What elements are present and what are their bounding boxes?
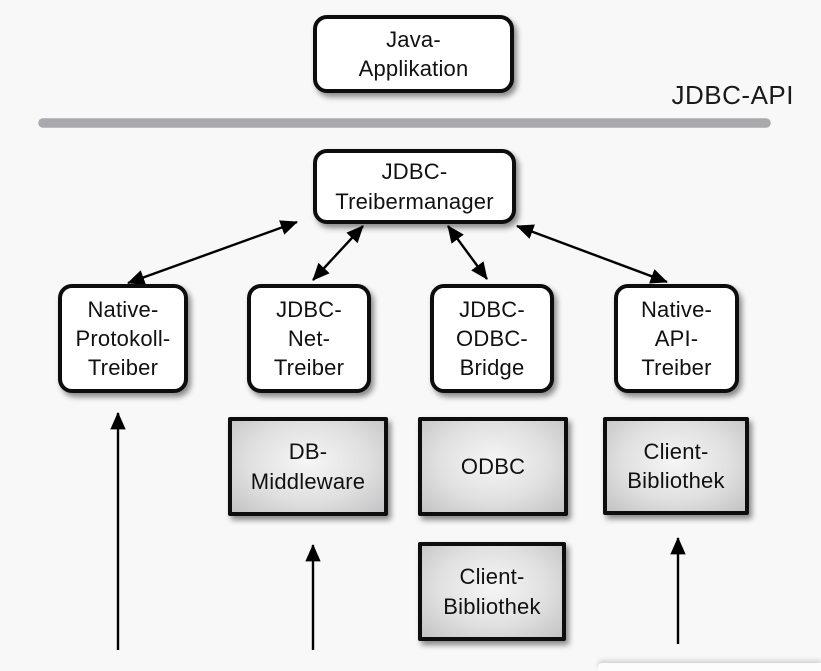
node-label: Native- Protokoll- Treiber (75, 296, 171, 381)
arrow-manager-native-api (516, 224, 668, 284)
node-jdbc-odbc-bridge: JDBC- ODBC- Bridge (430, 284, 554, 393)
node-jdbc-treibermanager: JDBC- Treibermanager (313, 149, 516, 224)
node-label: ODBC (460, 453, 526, 479)
node-label: JDBC- ODBC- Bridge (456, 296, 528, 381)
node-label: JDBC- Treibermanager (335, 159, 494, 214)
node-label: Client- Bibliothek (443, 564, 541, 619)
node-client-bibliothek-native: Client- Bibliothek (603, 417, 749, 515)
node-db-middleware: DB- Middleware (228, 417, 388, 516)
arrow-manager-native-protokoll (127, 220, 298, 285)
bottom-right-cutoff-box (598, 663, 821, 671)
arrow-manager-jdbc-net (312, 225, 364, 281)
node-label: Java- Applikation (358, 26, 469, 81)
jdbc-api-label: JDBC-API (671, 80, 794, 110)
node-odbc: ODBC (418, 417, 568, 516)
node-java-application: Java- Applikation (313, 15, 514, 93)
node-jdbc-net-treiber: JDBC- Net- Treiber (247, 284, 371, 393)
node-native-api-treiber: Native- API- Treiber (614, 284, 739, 393)
node-label: Client- Bibliothek (627, 438, 725, 493)
node-label: Native- API- Treiber (640, 296, 713, 381)
arrow-manager-jdbc-odbc (447, 225, 488, 280)
node-native-protokoll-treiber: Native- Protokoll- Treiber (58, 284, 188, 393)
node-label: JDBC- Net- Treiber (273, 296, 345, 381)
node-client-bibliothek-odbc: Client- Bibliothek (418, 542, 566, 641)
node-label: DB- Middleware (250, 439, 366, 494)
